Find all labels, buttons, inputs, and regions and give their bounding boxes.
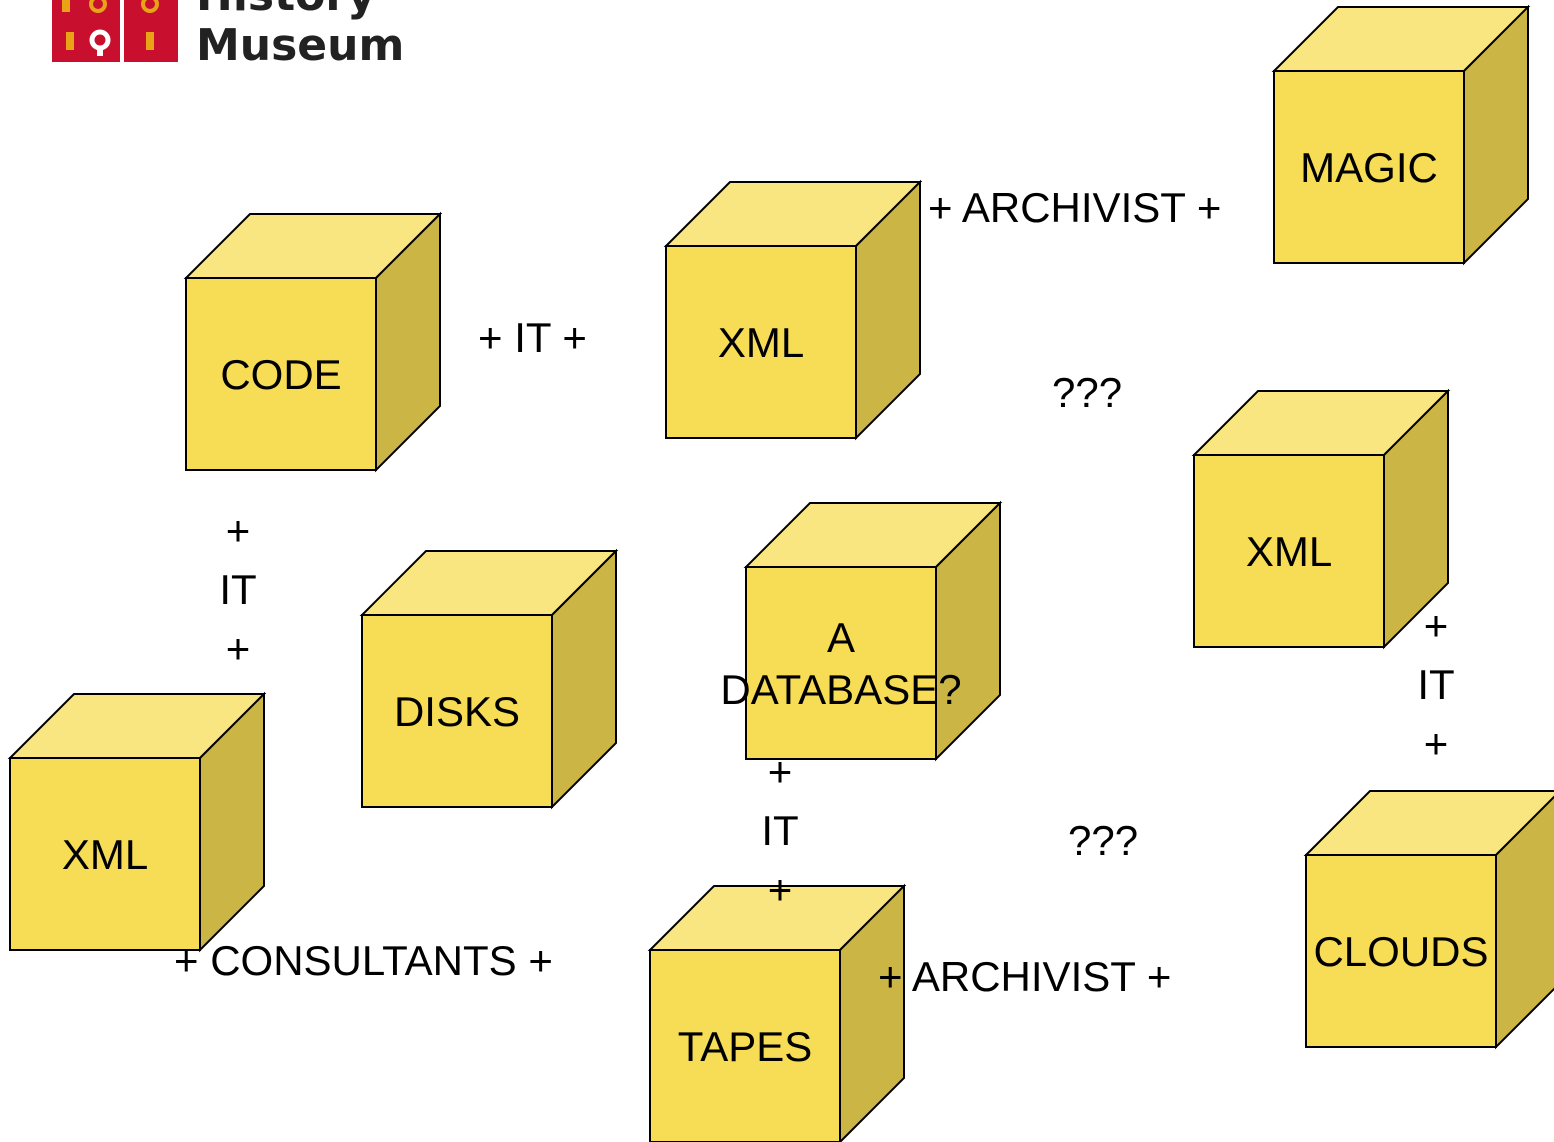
cube-front-face bbox=[649, 949, 841, 1142]
cube-clouds: CLOUDS bbox=[1303, 790, 1554, 1050]
cube-front-face bbox=[1305, 854, 1497, 1048]
connector-it-left-vertical: +IT+ bbox=[219, 507, 256, 672]
connector-it-center-vertical: +IT+ bbox=[761, 748, 798, 913]
cube-front-face bbox=[1193, 454, 1385, 648]
cube-front-face bbox=[1273, 70, 1465, 264]
logo-mark-icon bbox=[52, 0, 178, 62]
connector-it-right-vertical: +IT+ bbox=[1417, 602, 1454, 767]
cube-xml-right: XML bbox=[1191, 388, 1451, 650]
logo-line1: History bbox=[196, 0, 376, 21]
cube-code: CODE bbox=[183, 211, 443, 473]
logo-line2: Museum bbox=[196, 20, 404, 71]
cube-label: CODE bbox=[220, 351, 341, 398]
connector-it-code-xml: + IT + bbox=[478, 314, 587, 361]
connector-consultants: + CONSULTANTS + bbox=[174, 937, 553, 984]
cube-label: CLOUDS bbox=[1313, 928, 1488, 975]
connector-archivist-bottom: + ARCHIVIST + bbox=[878, 953, 1171, 1000]
cube-disks: DISKS bbox=[359, 548, 619, 810]
cube-magic: MAGIC bbox=[1271, 4, 1531, 266]
cube-label: TAPES bbox=[678, 1023, 813, 1070]
cube-front-face bbox=[9, 757, 201, 951]
cube-label: DISKS bbox=[394, 688, 520, 735]
svg-text:+IT+: +IT+ bbox=[219, 507, 256, 672]
cube-front-face bbox=[185, 277, 377, 471]
connector-question-top: ??? bbox=[1052, 369, 1122, 416]
svg-text:+IT+: +IT+ bbox=[1417, 602, 1454, 767]
cube-xml-left: XML bbox=[7, 691, 267, 953]
connector-archivist-top: + ARCHIVIST + bbox=[928, 184, 1221, 231]
cube-xml-top: XML bbox=[663, 179, 923, 441]
cube-label: XML bbox=[1246, 528, 1332, 575]
cube-front-face bbox=[361, 614, 553, 808]
museum-logo: History Museum bbox=[52, 0, 404, 71]
connector-question-bottom: ??? bbox=[1068, 817, 1138, 864]
cube-label: XML bbox=[718, 319, 804, 366]
cube-front-face bbox=[665, 245, 857, 439]
svg-text:+IT+: +IT+ bbox=[761, 748, 798, 913]
cube-tapes: TAPES bbox=[647, 883, 907, 1142]
cube-label: MAGIC bbox=[1300, 144, 1438, 191]
cube-label: XML bbox=[62, 831, 148, 878]
cube-front-face bbox=[745, 566, 937, 760]
